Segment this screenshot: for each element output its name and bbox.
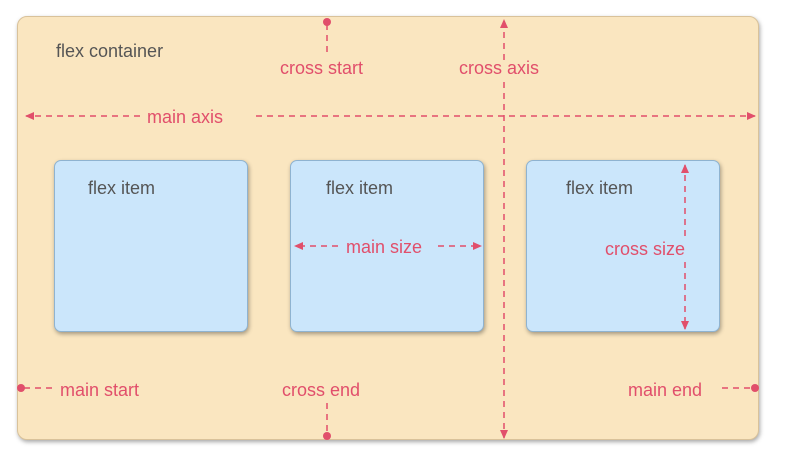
flex-item-label-3: flex item <box>566 178 634 198</box>
flex-item-label-1: flex item <box>88 178 156 198</box>
cross-size-label: cross size <box>601 239 690 259</box>
main-size-label: main size <box>342 237 427 257</box>
cross-end-label: cross end <box>282 380 361 400</box>
cross-axis-label: cross axis <box>459 58 540 78</box>
main-axis-label: main axis <box>143 107 228 127</box>
main-start-label: main start <box>60 380 140 400</box>
flex-container-label: flex container <box>56 41 164 61</box>
flex-item-1 <box>54 160 248 332</box>
flex-item-label-2: flex item <box>326 178 394 198</box>
main-end-label: main end <box>628 380 703 400</box>
cross-start-label: cross start <box>280 58 364 78</box>
